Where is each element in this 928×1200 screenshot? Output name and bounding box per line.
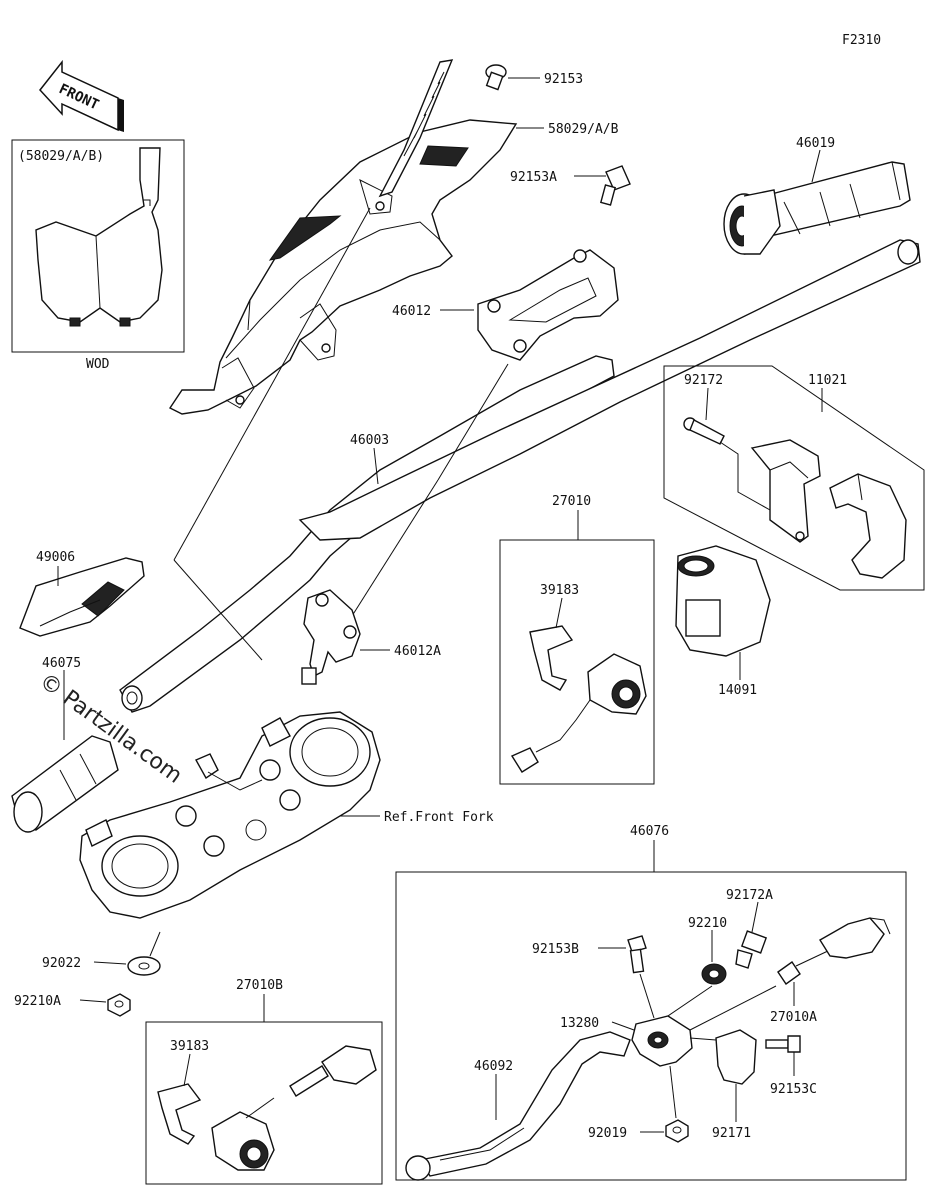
nut-92210 (701, 963, 727, 985)
clutch-lever-inset (395, 840, 907, 1181)
lever-clamp-92171 (715, 1029, 757, 1085)
label-46092: 46092 (474, 1059, 513, 1074)
label-58029: 58029/A/B (548, 122, 619, 137)
label-92172A: 92172A (726, 888, 773, 903)
clutch-lever (405, 1031, 631, 1181)
switch-clip-39183-b (157, 1083, 202, 1145)
number-plate (168, 59, 518, 415)
diagram-code: F2310 (842, 33, 881, 48)
variant-caption: WOD (86, 357, 110, 372)
clamp-half-a (750, 439, 821, 543)
label-46075: 46075 (42, 656, 81, 671)
label-46012: 46012 (392, 304, 431, 319)
label-49006: 49006 (36, 550, 75, 565)
hand-guard-49006 (19, 557, 145, 637)
label-92210: 92210 (688, 916, 727, 931)
left-grip (11, 735, 119, 833)
label-92171: 92171 (712, 1126, 751, 1141)
label-92153C: 92153C (770, 1082, 817, 1097)
variant-note: (58029/A/B) (18, 149, 104, 164)
switch-body (510, 653, 647, 773)
handlebar-clamp-lower (301, 589, 361, 685)
label-39183-a: 39183 (540, 583, 579, 598)
label-27010A: 27010A (770, 1010, 817, 1025)
label-14091: 14091 (718, 683, 757, 698)
label-11021: 11021 (808, 373, 847, 388)
switch-inset-27010 (499, 510, 655, 785)
label-92022: 92022 (42, 956, 81, 971)
switch-housing (675, 545, 771, 657)
clamp-inset (663, 365, 925, 591)
label-46076: 46076 (630, 824, 669, 839)
switch-cable-27010A (777, 917, 891, 985)
bolt-92153A (599, 165, 631, 206)
bolt-92153C (765, 1035, 801, 1053)
switch-clip-39183 (529, 625, 574, 691)
switch-body-b (211, 1045, 377, 1171)
nut-92019 (665, 1119, 689, 1143)
label-92153A: 92153A (510, 170, 557, 185)
label-39183-b: 39183 (170, 1039, 209, 1054)
nut-92210A (107, 993, 131, 1017)
label-92153B: 92153B (532, 942, 579, 957)
clamp-bolt-92172 (683, 417, 725, 445)
label-92172: 92172 (684, 373, 723, 388)
handlebar-clamp-upper (477, 249, 619, 361)
label-13280: 13280 (560, 1016, 599, 1031)
label-46019: 46019 (796, 136, 835, 151)
front-arrow-icon: FRONT (39, 59, 124, 132)
adjuster-92172A (735, 930, 768, 969)
bolt-92153B (627, 935, 647, 974)
label-27010: 27010 (552, 494, 591, 509)
lever-holder-13280 (631, 1015, 693, 1067)
label-92210A: 92210A (14, 994, 61, 1009)
handlebar (119, 239, 921, 713)
label-92153: 92153 (544, 72, 583, 87)
ref-front-fork: Ref.Front Fork (384, 810, 494, 825)
throttle-grip (723, 161, 911, 255)
label-27010B: 27010B (236, 978, 283, 993)
variant-inset: (58029/A/B) WOD (11, 139, 185, 372)
label-46003: 46003 (350, 433, 389, 448)
clamp-half-b (829, 473, 907, 579)
label-92019: 92019 (588, 1126, 627, 1141)
bolt-92153 (485, 64, 507, 91)
label-46012A: 46012A (394, 644, 441, 659)
switch-inset-27010B (145, 994, 383, 1185)
number-plate-variant (35, 147, 163, 327)
triple-clamp (79, 711, 381, 919)
washer-92022 (127, 956, 161, 976)
